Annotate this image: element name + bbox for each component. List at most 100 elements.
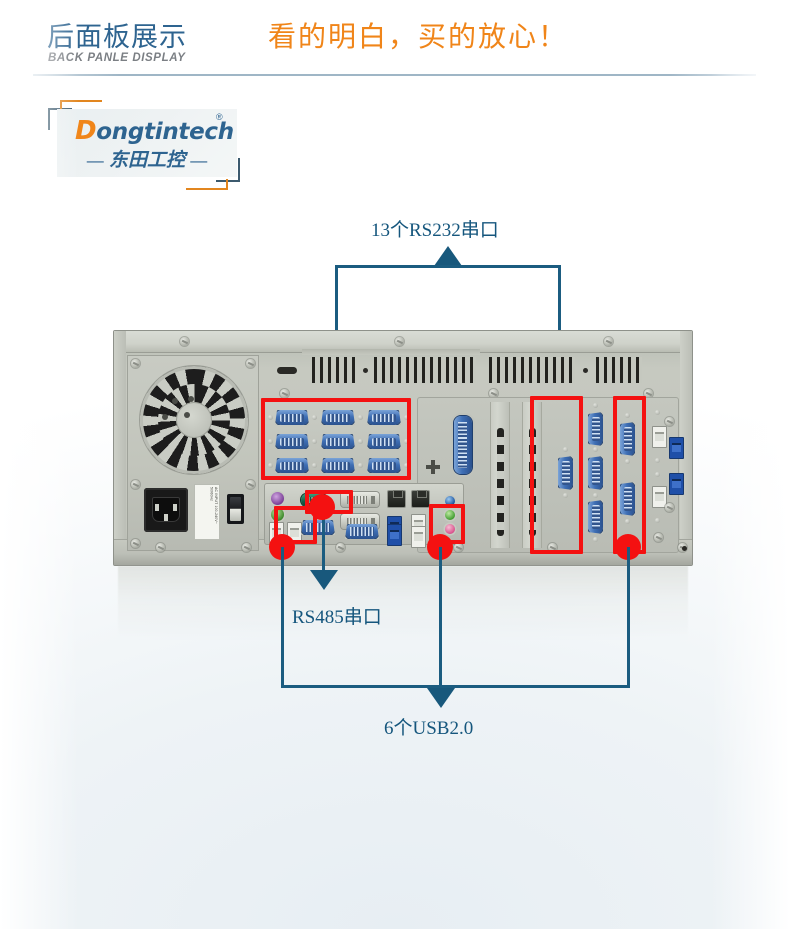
port-screw [563,493,568,498]
screw [548,543,557,552]
chassis-vent [374,357,476,383]
corner-accent-bottom [186,188,228,190]
usb2-port[interactable] [411,526,426,548]
chassis-right-rail [680,331,692,565]
slot-blank [490,402,510,548]
port-screw [655,458,660,463]
db9-serial-port[interactable] [321,410,355,425]
port-screw [593,447,598,452]
chassis-oval-slot [277,367,297,374]
usb2-port[interactable] [652,426,667,448]
db9-serial-port[interactable] [367,410,401,425]
audio-mic-jack[interactable] [445,524,455,534]
brand-logo: Dongtintech ® — 东田工控 — [48,100,248,190]
screw [665,503,674,512]
port-screw [625,413,630,418]
db9-serial-port[interactable] [275,410,309,425]
screw [489,389,498,398]
port-screw [358,439,363,444]
callout-label-usb: 6个USB2.0 [384,718,474,739]
port-screw [312,463,317,468]
db9-serial-port[interactable] [620,482,635,516]
callout-marker-rs485 [309,494,335,520]
chassis-reflection [118,566,688,640]
screw [604,337,613,346]
screw [454,543,463,552]
registered-trademark-icon: ® [216,112,223,122]
db9-serial-port[interactable] [588,500,603,534]
port-screw [404,439,409,444]
db9-serial-port[interactable] [620,422,635,456]
screw [131,480,140,489]
callout-line-usb-middle [439,547,442,687]
ps2-keyboard-port[interactable] [271,492,284,505]
lpt-parallel-port[interactable] [454,416,472,474]
port-screw [625,459,630,464]
port-screw [655,410,660,415]
port-screw [404,463,409,468]
logo-cn-text: 东田工控 [108,150,185,171]
port-screw [358,463,363,468]
callout-bracket-rs232-top [335,265,561,268]
vga-port[interactable] [301,520,335,535]
screw [395,337,404,346]
db9-serial-port[interactable] [275,434,309,449]
ac-pin [155,504,159,511]
usb2-port[interactable] [652,486,667,508]
screw [654,533,663,542]
db9-serial-port[interactable] [321,458,355,473]
ac-pin [164,514,168,521]
vga-port[interactable] [345,524,379,539]
chassis-left-rail [114,331,126,565]
usb3-port[interactable] [669,473,684,495]
logo-chinese-name: — 东田工控 — [71,145,223,172]
chassis-vent [312,357,356,383]
screw [156,543,165,552]
audio-line-out-jack[interactable] [445,510,455,520]
db9-serial-port[interactable] [367,458,401,473]
corner-bracket-bottom-right-arm [216,180,240,182]
callout-bracket-usb [281,685,630,688]
usb3-port[interactable] [387,524,402,546]
callout-line-rs485 [322,510,325,570]
port-screw [593,493,598,498]
psu-rating-label: AC INPUT 100-240V~ 50/60Hz [194,484,220,540]
db9-serial-port[interactable] [558,456,573,490]
power-switch[interactable] [227,494,244,524]
db9-serial-port[interactable] [588,456,603,490]
audio-line-in-jack[interactable] [445,496,455,506]
screw [246,480,255,489]
port-screw [655,472,660,477]
highlight-usb2-expansion [613,396,646,554]
callout-arrow-rs232 [434,246,462,266]
fan-hub-hole [184,412,190,418]
bracket-cross-cutout [426,460,440,474]
db9-serial-port[interactable] [321,434,355,449]
page-subtitle: BACK PANLE DISPLAY [48,52,186,64]
corner-accent-top-stem [60,100,62,110]
header-divider [33,74,756,76]
chassis-vent-dot [682,546,687,551]
chassis-vent [489,357,575,383]
db9-serial-port[interactable] [588,412,603,446]
cooling-fan-icon [140,366,248,474]
port-screw [268,439,273,444]
highlight-serial-expansion-card [530,396,583,554]
port-screw [404,415,409,420]
logo-initial: D [75,116,97,146]
callout-label-rs232: 13个RS232串口 [371,220,499,241]
highlight-serial-port-grid [261,398,411,480]
callout-label-rs485: RS485串口 [292,607,382,628]
lan-port[interactable] [387,490,406,508]
port-screw [593,403,598,408]
db9-serial-port[interactable] [275,458,309,473]
ac-pin [173,504,177,511]
port-screw [268,415,273,420]
lan-port[interactable] [411,490,430,508]
port-screw [312,415,317,420]
usb3-port[interactable] [669,437,684,459]
callout-arrow-rs485 [310,570,338,590]
db9-serial-port[interactable] [367,434,401,449]
port-screw [358,415,363,420]
